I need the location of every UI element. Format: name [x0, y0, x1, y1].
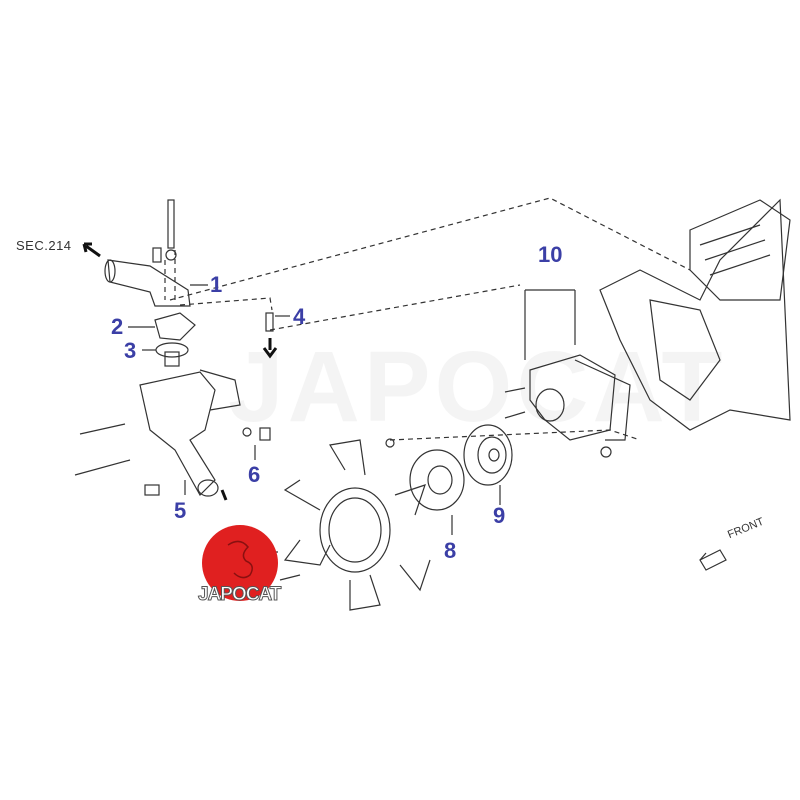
callout-2[interactable]: 2 — [111, 314, 124, 339]
callout-10[interactable]: 10 — [538, 242, 563, 267]
callout-3[interactable]: 3 — [124, 338, 137, 363]
part-9-pulley — [463, 424, 513, 486]
front-arrow-icon — [699, 549, 727, 571]
section-reference[interactable]: SEC.214 — [16, 238, 72, 253]
watermark: JAPOCAT — [228, 330, 726, 445]
part-10-water-pump — [504, 289, 631, 458]
part-4-sensor — [265, 312, 274, 332]
callout-9[interactable]: 9 — [493, 503, 506, 528]
down-arrow-icon — [262, 338, 278, 359]
callout-5[interactable]: 5 — [174, 498, 187, 523]
callout-8[interactable]: 8 — [444, 538, 457, 563]
engine-block — [599, 198, 791, 431]
logo-text: JAPOCAT — [197, 584, 281, 606]
callout-1[interactable]: 1 — [210, 272, 223, 297]
callout-6[interactable]: 6 — [248, 462, 261, 487]
part-8-fan-coupling — [385, 438, 465, 511]
part-6-drain-plug — [242, 427, 271, 441]
part-5-water-inlet — [74, 369, 241, 501]
japocat-logo — [202, 525, 278, 601]
part-3-thermostat — [155, 342, 189, 367]
part-2-gasket — [154, 312, 196, 341]
part-7-cooling-fan — [279, 439, 431, 611]
sec-arrow-icon — [82, 242, 101, 258]
part-1-water-outlet — [104, 199, 191, 307]
callout-4[interactable]: 4 — [293, 304, 306, 329]
